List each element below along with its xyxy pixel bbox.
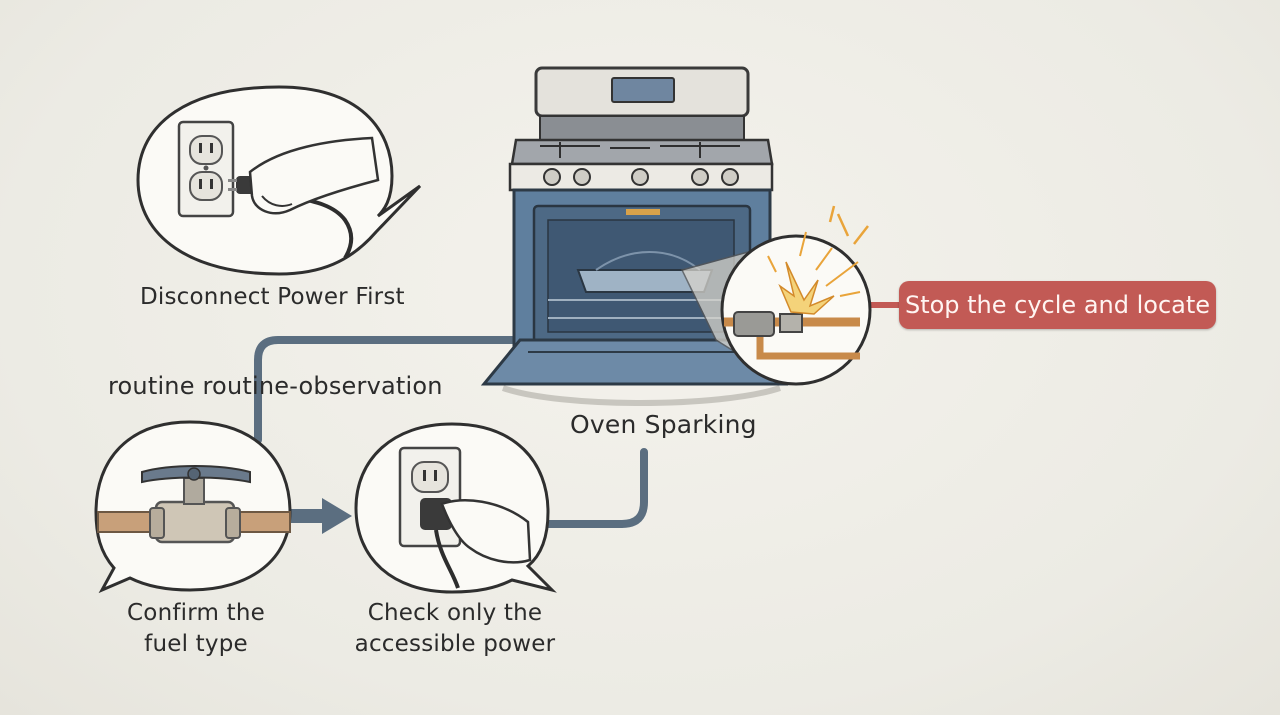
check-power-label: Check only the accessible power [350, 598, 560, 660]
check-power-line-2: accessible power [354, 631, 556, 657]
disconnect-bubble [136, 85, 422, 276]
routine-observation-label: routine routine-observation [108, 372, 443, 400]
spark-zoom [680, 205, 872, 386]
connector-outlet-to-oven [544, 448, 648, 528]
confirm-bubble [94, 420, 292, 594]
spark-icon [724, 205, 869, 360]
arrow-valve-to-outlet [290, 498, 352, 534]
outlet-press-icon [398, 446, 532, 589]
oven-sparking-label: Oven Sparking [570, 410, 757, 439]
confirm-fuel-label: Confirm the fuel type [96, 598, 296, 660]
stop-cycle-callout: Stop the cycle and locate [899, 281, 1216, 329]
gas-valve-icon [97, 465, 291, 544]
check-power-line-1: Check only the [367, 600, 543, 626]
check-bubble [354, 422, 557, 594]
disconnect-power-label: Disconnect Power First [140, 284, 405, 310]
confirm-fuel-line-2: fuel type [144, 631, 248, 657]
connector-lines [254, 302, 902, 528]
outlet-plug-icon [177, 120, 380, 260]
connector-valve-to-oven [254, 336, 516, 444]
confirm-fuel-line-1: Confirm the [127, 600, 265, 626]
